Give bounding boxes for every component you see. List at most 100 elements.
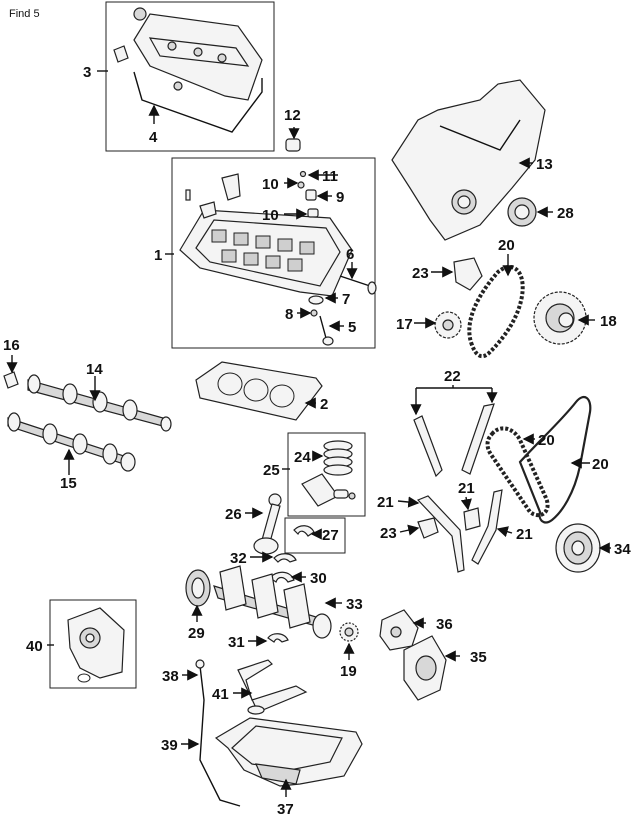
timing-chain-20-lower [485, 426, 550, 518]
seal-7 [308, 295, 324, 305]
callout-25: 25 [263, 462, 280, 479]
sprocket-17 [434, 311, 462, 339]
callout-20-top: 20 [498, 237, 515, 254]
valve-cover-group-box [105, 1, 275, 152]
callout-21-left: 21 [377, 494, 394, 511]
part-11 [299, 170, 307, 178]
crankshaft-33 [213, 565, 332, 639]
callout-40: 40 [26, 638, 43, 655]
callout-7: 7 [342, 291, 350, 308]
sprocket-18 [533, 291, 587, 345]
piston-25 [301, 473, 356, 507]
valve-head-6 [367, 281, 377, 295]
callout-14: 14 [86, 361, 103, 378]
bearing-32 [273, 553, 297, 563]
callout-18: 18 [600, 313, 617, 330]
callout-8: 8 [285, 306, 293, 323]
piston-group-box [287, 432, 366, 517]
callout-34: 34 [614, 541, 631, 558]
callout-20-mid: 20 [538, 432, 555, 449]
callout-38: 38 [162, 668, 179, 685]
callout-6: 6 [346, 246, 354, 263]
part-9 [305, 189, 317, 201]
callout-13: 13 [536, 156, 553, 173]
find-label: Find 5 [9, 8, 40, 20]
crank-pulley-28 [507, 197, 537, 227]
callout-33: 33 [346, 596, 363, 613]
callout-29: 29 [188, 625, 205, 642]
filter-adapter-36 [379, 609, 419, 651]
callout-2: 2 [320, 396, 328, 413]
oil-pump-group-box [49, 599, 137, 689]
callout-27: 27 [322, 527, 339, 544]
valve-stem-6 [339, 275, 371, 287]
callout-10-lower: 10 [262, 207, 279, 224]
callout-21-right: 21 [516, 526, 533, 543]
chain-guide-22-left [413, 415, 443, 478]
callout-26: 26 [225, 506, 242, 523]
gear-19 [339, 622, 359, 642]
callout-37: 37 [277, 801, 294, 817]
cylinder-head-group-box [171, 157, 376, 349]
callout-17: 17 [396, 316, 413, 333]
camshaft-15 [7, 412, 136, 472]
callout-10-upper: 10 [262, 176, 279, 193]
callout-15: 15 [60, 475, 77, 492]
callout-1: 1 [154, 247, 162, 264]
callout-23-lower: 23 [380, 525, 397, 542]
oil-pickup-41 [237, 659, 308, 715]
callout-35: 35 [470, 649, 487, 666]
drive-belt-20 [518, 395, 592, 524]
leader-lines [6, 70, 611, 797]
callout-numbers: 3 4 12 13 28 11 10 9 10 1 6 7 8 5 20 23 … [3, 64, 631, 817]
tensioner-23-lower [417, 517, 439, 539]
callout-16: 16 [3, 337, 20, 354]
valve-cover-gasket [133, 71, 263, 133]
piston-rings-24 [323, 440, 353, 476]
callout-19: 19 [340, 663, 357, 680]
callout-20-right: 20 [592, 456, 609, 473]
cylinder-head [179, 173, 353, 297]
part-10-upper [297, 181, 305, 189]
callout-30: 30 [310, 570, 327, 587]
callout-12: 12 [284, 107, 301, 124]
keeper-8 [310, 309, 318, 317]
bearing-box [284, 517, 346, 554]
oil-cooler-35 [403, 635, 447, 701]
bearing-30 [269, 571, 295, 583]
tensioner-21 [463, 507, 481, 531]
valve-cover [113, 7, 263, 101]
callout-31: 31 [228, 634, 245, 651]
chain-guide-21-left [416, 495, 465, 573]
timing-chain-20-upper [467, 265, 525, 359]
oil-pump-40 [67, 607, 125, 683]
callout-28: 28 [557, 205, 574, 222]
dipstick-handle-38 [195, 659, 205, 669]
chain-guide-21-right [471, 489, 503, 565]
chain-guide-22-right [461, 403, 495, 475]
dipstick-tube-39 [199, 665, 241, 807]
tensioner-23-upper [453, 257, 483, 291]
callout-39: 39 [161, 737, 178, 754]
part-12-plug [285, 138, 301, 152]
camshaft-14 [27, 374, 172, 432]
callout-23-upper: 23 [412, 265, 429, 282]
bearing-31 [267, 633, 289, 643]
bearing-27 [293, 525, 315, 537]
callout-22: 22 [444, 368, 461, 385]
seal-29 [185, 569, 211, 607]
callout-5: 5 [348, 319, 356, 336]
callout-21-center: 21 [458, 480, 475, 497]
callout-36: 36 [436, 616, 453, 633]
connecting-rod-26 [253, 493, 282, 555]
valve-stem-5 [319, 315, 327, 339]
callout-32: 32 [230, 550, 247, 567]
part-10-lower [307, 208, 319, 218]
damper-34 [555, 523, 601, 573]
callout-4: 4 [149, 129, 158, 146]
callout-3: 3 [83, 64, 91, 81]
timing-cover [391, 79, 546, 241]
callout-41: 41 [212, 686, 229, 703]
sensor-16 [3, 371, 19, 389]
